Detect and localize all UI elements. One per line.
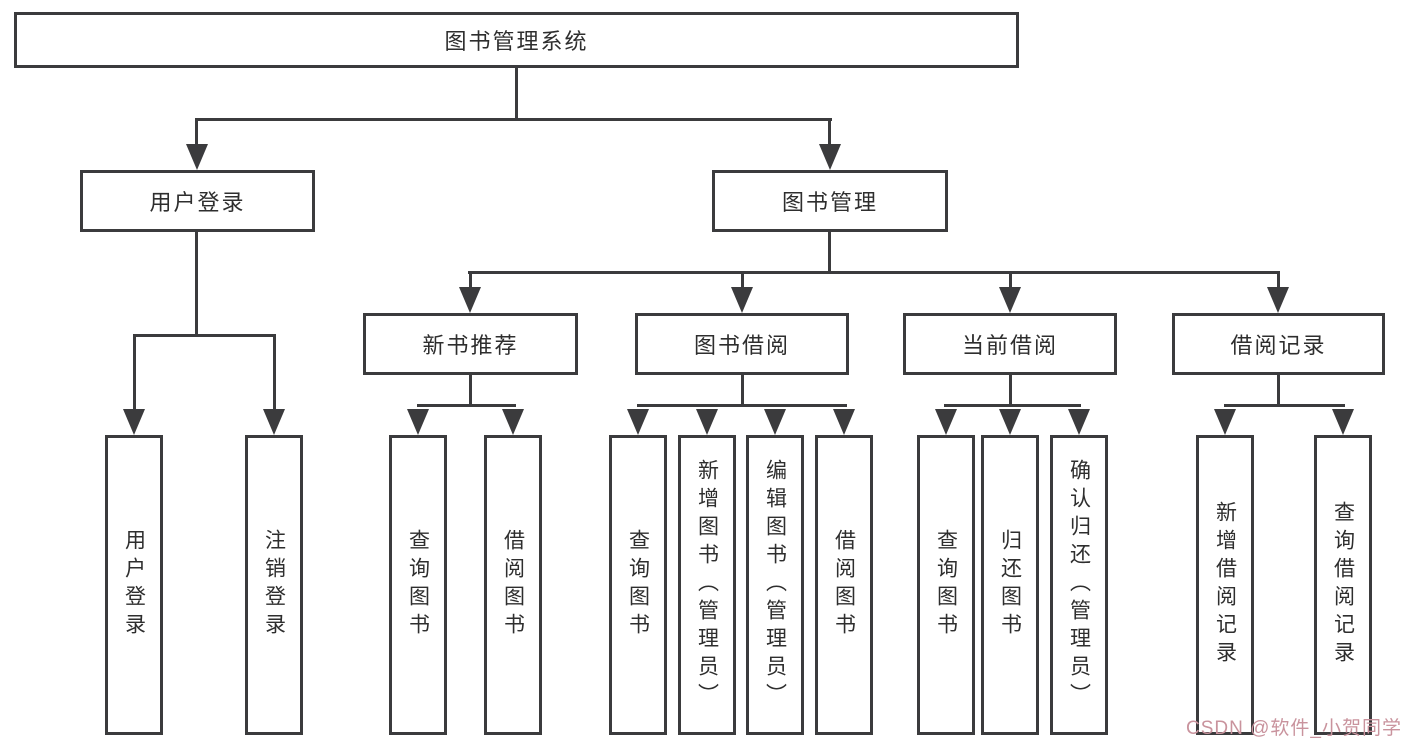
connector-hline [468, 271, 1280, 274]
connector-vline [741, 375, 744, 407]
connector-hline [1224, 404, 1345, 407]
connector-vline [741, 271, 744, 291]
connector-hline [133, 334, 276, 337]
leaf-add-book-admin: 新增图书（管理员） [678, 435, 736, 735]
arrow-down-icon [935, 409, 957, 435]
connector-hline [944, 404, 1081, 407]
connector-vline [1009, 271, 1012, 291]
arrow-down-icon [999, 287, 1021, 313]
arrow-down-icon [627, 409, 649, 435]
node-new-book-recommend: 新书推荐 [363, 313, 578, 375]
leaf-logout-login: 注销登录 [245, 435, 303, 735]
connector-vline [1277, 375, 1280, 407]
arrow-down-icon [407, 409, 429, 435]
watermark: CSDN @软件_小贺同学 [1186, 718, 1402, 739]
arrow-down-icon [819, 144, 841, 170]
connector-vline [273, 334, 276, 412]
arrow-down-icon [1214, 409, 1236, 435]
connector-hline [417, 404, 516, 407]
connector-vline [828, 232, 831, 274]
arrow-down-icon [833, 409, 855, 435]
connector-vline [469, 271, 472, 291]
leaf-user-login: 用户登录 [105, 435, 163, 735]
connector-vline [469, 375, 472, 407]
arrow-down-icon [459, 287, 481, 313]
node-book-management-system: 图书管理系统 [14, 12, 1019, 68]
connector-vline [828, 118, 831, 152]
leaf-return-books: 归还图书 [981, 435, 1039, 735]
arrow-down-icon [764, 409, 786, 435]
leaf-query-books-borrow: 查询图书 [609, 435, 667, 735]
leaf-query-books-current: 查询图书 [917, 435, 975, 735]
connector-vline [133, 334, 136, 412]
arrow-down-icon [1267, 287, 1289, 313]
node-book-management: 图书管理 [712, 170, 948, 232]
arrow-down-icon [696, 409, 718, 435]
connector-vline [515, 68, 518, 120]
arrow-down-icon [502, 409, 524, 435]
connector-vline [1277, 271, 1280, 291]
node-current-borrowing: 当前借阅 [903, 313, 1117, 375]
node-book-borrowing: 图书借阅 [635, 313, 849, 375]
connector-vline [195, 118, 198, 152]
leaf-query-borrow-record: 查询借阅记录 [1314, 435, 1372, 735]
leaf-borrow-books: 借阅图书 [815, 435, 873, 735]
arrow-down-icon [1068, 409, 1090, 435]
connector-hline [195, 118, 832, 121]
leaf-borrow-books-recommend: 借阅图书 [484, 435, 542, 735]
arrow-down-icon [1332, 409, 1354, 435]
connector-vline [1009, 375, 1012, 407]
arrow-down-icon [999, 409, 1021, 435]
arrow-down-icon [731, 287, 753, 313]
arrow-down-icon [263, 409, 285, 435]
leaf-confirm-return-admin: 确认归还（管理员） [1050, 435, 1108, 735]
leaf-query-books-recommend: 查询图书 [389, 435, 447, 735]
node-user-login: 用户登录 [80, 170, 315, 232]
connector-hline [637, 404, 847, 407]
arrow-down-icon [186, 144, 208, 170]
connector-vline [195, 232, 198, 337]
leaf-edit-book-admin: 编辑图书（管理员） [746, 435, 804, 735]
arrow-down-icon [123, 409, 145, 435]
node-borrowing-records: 借阅记录 [1172, 313, 1385, 375]
leaf-add-borrow-record: 新增借阅记录 [1196, 435, 1254, 735]
